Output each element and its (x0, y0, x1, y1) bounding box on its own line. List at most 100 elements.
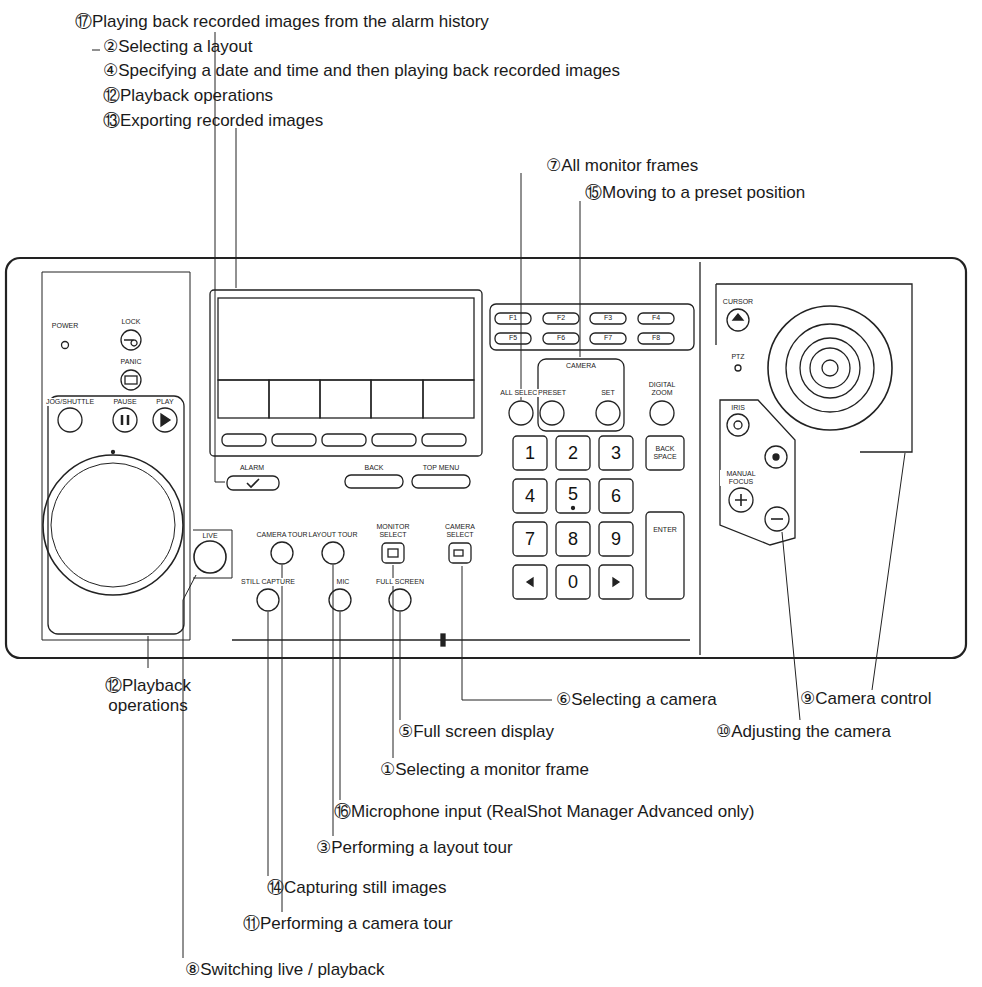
iris-icon (734, 421, 742, 429)
callout-text: ③Performing a layout tour (316, 838, 513, 858)
button-label: SET (600, 389, 616, 397)
callout-text: ⑧Switching live / playback (185, 960, 385, 980)
joystick-button (822, 360, 838, 376)
button-label: BACK (363, 464, 384, 472)
focus-far-button (765, 507, 789, 531)
key-label: 1 (525, 443, 535, 464)
mic-button (329, 589, 351, 611)
button-label: DIGITAL ZOOM (643, 381, 681, 397)
jog-wheel-inner (51, 463, 175, 587)
button-label: LIVE (201, 532, 218, 540)
jog-shuttle-button (58, 408, 82, 432)
pause-button (113, 408, 137, 432)
callout-text: ⑦All monitor frames (546, 156, 698, 176)
cursor-button (727, 309, 749, 331)
preset-button (540, 401, 564, 425)
callout-text: ⑤Full screen display (398, 722, 554, 742)
joystick-bracket (715, 284, 716, 345)
button-label: POWER (51, 322, 79, 330)
button-label: CURSOR (722, 298, 754, 306)
key-label: 2 (568, 443, 578, 464)
focus-near-button (729, 488, 753, 512)
button-label: PRESET (537, 389, 567, 397)
key-label: 0 (568, 572, 578, 593)
callout-text: ⑩Adjusting the camera (716, 722, 891, 742)
ptz-led (735, 365, 741, 371)
button-label: F6 (556, 334, 566, 342)
power-led (62, 342, 69, 349)
callout-text: ⑮Moving to a preset position (585, 183, 805, 203)
button-label: F1 (508, 314, 518, 322)
joystick-knob (810, 348, 850, 388)
home-dot (572, 507, 575, 510)
play-icon (161, 414, 170, 426)
monitor-icon (388, 549, 398, 557)
minus-icon (771, 518, 783, 520)
callout-text: ⑫Playback operations (98, 676, 198, 715)
callout-text: ①Selecting a monitor frame (380, 760, 589, 780)
button-label: CAMERA SELECT (439, 523, 481, 539)
button-label: ENTER (652, 526, 678, 534)
panel-mark (441, 634, 445, 646)
button-label: FULL SCREEN (375, 578, 425, 586)
button-label: LAYOUT TOUR (308, 531, 359, 539)
camera-select-button (449, 543, 471, 563)
button-label: CAMERA (565, 362, 597, 370)
button-label: F4 (651, 314, 661, 322)
button-label: PAUSE (112, 398, 137, 406)
button-label: PANIC (120, 358, 143, 366)
button-label: F8 (651, 334, 661, 342)
key-label: 6 (611, 486, 621, 507)
camera-tour-button (271, 542, 293, 564)
callout-text: ⑪Performing a camera tour (243, 914, 453, 934)
full-screen-button (389, 589, 411, 611)
leader-lines (92, 32, 905, 958)
left-section (42, 272, 190, 640)
playback-group (48, 396, 184, 634)
button-label: ALARM (239, 464, 265, 472)
function-keys (495, 313, 674, 344)
iris-open-button (727, 414, 749, 436)
button-label: MIC (336, 578, 351, 586)
button-label: MONITOR SELECT (372, 523, 414, 539)
section-divider (699, 262, 700, 655)
display-frame (210, 290, 482, 456)
cursor-arrow (733, 314, 743, 320)
key-label: 3 (611, 443, 621, 464)
button-label: STILL CAPTURE (240, 578, 296, 586)
play-button (153, 408, 177, 432)
callout-text: ⑯Microphone input (RealShot Manager Adva… (334, 802, 755, 822)
live-button (194, 541, 226, 573)
panic-button (121, 370, 141, 390)
back-button (345, 475, 403, 488)
set-button (596, 401, 620, 425)
button-label: F3 (603, 314, 613, 322)
jog-mark (112, 451, 115, 454)
lcd-screen (218, 298, 474, 380)
callout-text: ⑨Camera control (800, 689, 931, 709)
button-label: F5 (508, 334, 518, 342)
joystick-ring (786, 324, 874, 412)
button-label: PLAY (155, 398, 174, 406)
right-arrow (613, 578, 619, 586)
pause-icon (122, 415, 128, 425)
panic-icon (125, 376, 137, 384)
joystick-bracket (716, 284, 912, 452)
keypad (513, 436, 684, 599)
left-arrow (527, 578, 533, 586)
camera-icon (454, 550, 463, 556)
button-label: JOG/SHUTTLE (45, 398, 95, 406)
plus-icon (735, 494, 747, 506)
callout-text: ⑰Playing back recorded images from the a… (75, 12, 489, 32)
button-label: BACK SPACE (647, 445, 683, 461)
digital-zoom-button (650, 401, 674, 425)
alarm-button (227, 476, 279, 490)
top-menu-button (412, 475, 470, 488)
callout-text: ⑥Selecting a camera (556, 690, 717, 710)
key-label: 5 (568, 484, 578, 505)
iris-icon (773, 454, 779, 460)
live-housing (193, 530, 232, 578)
button-label: IRIS (730, 404, 746, 412)
jog-wheel (43, 455, 183, 595)
button-label: TOP MENU (422, 464, 461, 472)
